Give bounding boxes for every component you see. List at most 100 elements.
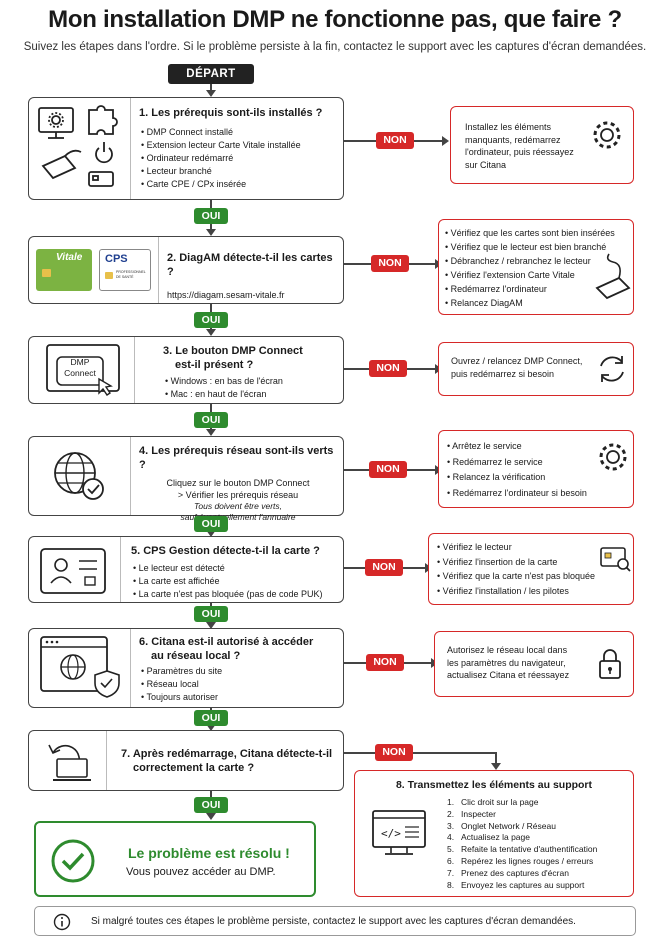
arrow bbox=[206, 622, 216, 629]
yes-badge: OUI bbox=[194, 412, 228, 428]
step-3-fix: Ouvrez / relancez DMP Connect, puis redé… bbox=[438, 342, 634, 396]
globe-check-icon bbox=[54, 452, 104, 500]
step-6-title: 6. Citana est-il autorisé à accéder bbox=[139, 636, 314, 648]
page-subtitle: Suivez les étapes dans l'ordre. Si le pr… bbox=[23, 41, 647, 53]
card-reader-icon bbox=[41, 149, 82, 180]
step-4-icons bbox=[29, 437, 131, 515]
refresh-icon bbox=[600, 356, 624, 382]
support-step: 2.Inspecter bbox=[447, 808, 496, 819]
step-2-title: 2. DiagAM détecte-t-il les cartes ? bbox=[167, 252, 333, 278]
step-5-item: La carte n'est pas bloquée (pas de code … bbox=[133, 588, 337, 601]
no-badge: NON bbox=[369, 360, 407, 377]
dmp-connect-button[interactable]: DMP Connect bbox=[64, 357, 96, 378]
step-7-title: 7. Après redémarrage, Citana détecte-t-i… bbox=[121, 748, 333, 760]
yes-badge: OUI bbox=[194, 208, 228, 224]
step-1-fix-text: Installez les éléments manquants, redéma… bbox=[465, 122, 574, 170]
arrow bbox=[442, 136, 449, 146]
step-5-fix-item: Vérifiez le lecteur bbox=[437, 540, 595, 555]
step-7-box: 7. Après redémarrage, Citana détecte-t-i… bbox=[28, 730, 344, 791]
monitor-gear-icon bbox=[38, 107, 74, 139]
yes-badge: OUI bbox=[194, 797, 228, 813]
start-label: DÉPART bbox=[168, 64, 254, 84]
step-4-fix-item: Arrêtez le service bbox=[447, 439, 587, 455]
page-title: Mon installation DMP ne fonctionne pas, … bbox=[48, 6, 622, 33]
step-1-item: DMP Connect installé bbox=[141, 126, 337, 139]
arrow bbox=[206, 724, 216, 731]
step-6-fix: Autorisez le réseau local dans les param… bbox=[434, 631, 634, 697]
step-1-fix: Installez les éléments manquants, redéma… bbox=[450, 106, 634, 184]
step-3-item: Windows : en bas de l'écran bbox=[165, 375, 337, 388]
step-1-box: 1. Les prérequis sont-ils installés ? DM… bbox=[28, 97, 344, 200]
step-5-item: Le lecteur est détecté bbox=[133, 562, 337, 575]
svg-text:</>: </> bbox=[381, 827, 401, 840]
browser-shield-icon bbox=[40, 636, 120, 698]
connector bbox=[344, 752, 497, 754]
monitor-icon bbox=[46, 344, 120, 396]
step-1-item: Carte CPE / CPx insérée bbox=[141, 178, 337, 191]
yes-badge: OUI bbox=[194, 312, 228, 328]
step-7-title-line2: correctement la carte ? bbox=[133, 762, 255, 774]
step-4-text-2: > Vérifier les prérequis réseau bbox=[177, 490, 299, 500]
no-badge: NON bbox=[366, 654, 404, 671]
step-2-icons: Vitale CPS PROFESSIONNEL DE SANTÉ bbox=[29, 237, 159, 303]
step-4-title: 4. Les prérequis réseau sont-ils verts ? bbox=[139, 445, 334, 471]
support-step: 6.Repérez les lignes rouges / erreurs bbox=[447, 855, 594, 866]
step-5-fix-item: Vérifiez l'insertion de la carte bbox=[437, 555, 595, 570]
step-1-item: Lecteur branché bbox=[141, 165, 337, 178]
support-step: 5.Refaite la tentative d'authentificatio… bbox=[447, 844, 598, 855]
arrow bbox=[206, 813, 216, 820]
support-step: 1.Clic droit sur la page bbox=[447, 797, 539, 807]
step-2-fix-item: Vérifiez l'extension Carte Vitale bbox=[445, 268, 615, 282]
step-6-box: 6. Citana est-il autorisé à accéder au r… bbox=[28, 628, 344, 708]
step-2-fix-item: Vérifiez que les cartes sont bien inséré… bbox=[445, 226, 615, 240]
yes-badge: OUI bbox=[194, 710, 228, 726]
step-3-box: DMP Connect 3. Le bouton DMP Connect est… bbox=[28, 336, 344, 404]
step-2-fix: Vérifiez que les cartes sont bien inséré… bbox=[438, 219, 634, 315]
no-badge: NON bbox=[369, 461, 407, 478]
step-1-icons bbox=[29, 98, 131, 199]
no-badge: NON bbox=[376, 132, 414, 149]
step-4-fix: Arrêtez le service Redémarrez le service… bbox=[438, 430, 634, 508]
gear-icon bbox=[599, 443, 627, 471]
step-2-box: Vitale CPS PROFESSIONNEL DE SANTÉ 2. Dia… bbox=[28, 236, 344, 304]
step-2-fix-item: Débranchez / rebranchez le lecteur bbox=[445, 254, 615, 268]
support-step: 3.Onglet Network / Réseau bbox=[447, 820, 556, 831]
support-step: 4.Actualisez la page bbox=[447, 832, 530, 843]
step-5-fix: Vérifiez le lecteur Vérifiez l'insertion… bbox=[428, 533, 634, 605]
yes-badge: OUI bbox=[194, 606, 228, 622]
step-7-icons bbox=[29, 731, 107, 790]
arrow bbox=[206, 229, 216, 236]
card-icon bbox=[88, 171, 114, 187]
step-4-fix-item: Redémarrez le service bbox=[447, 455, 587, 471]
step-4-fix-item: Relancez la vérification bbox=[447, 470, 587, 486]
step-4-text: Cliquez sur le bouton DMP Connect bbox=[166, 478, 310, 488]
connector bbox=[210, 84, 212, 92]
arrow bbox=[206, 429, 216, 436]
step-4-note: Tous doivent être verts, bbox=[193, 501, 283, 511]
step-1-item: Extension lecteur Carte Vitale installée bbox=[141, 139, 337, 152]
success-title: Le problème est résolu ! bbox=[128, 845, 290, 861]
step-3-fix-text: Ouvrez / relancez DMP Connect, puis redé… bbox=[451, 356, 583, 379]
arrow bbox=[206, 329, 216, 336]
step-4-note-2: sauf éventuellement l'annuaire bbox=[180, 512, 296, 522]
step-2-fix-item: Relancez DiagAM bbox=[445, 296, 615, 310]
step-6-title-line2: au réseau local ? bbox=[151, 650, 241, 662]
check-circle-icon bbox=[51, 839, 95, 883]
card-reader-icon bbox=[595, 253, 631, 300]
footer-text: Si malgré toutes ces étapes le problème … bbox=[91, 916, 576, 927]
step-6-icons bbox=[29, 629, 131, 707]
step-6-item: Réseau local bbox=[141, 678, 337, 691]
step-4-fix-item: Redémarrez l'ordinateur si besoin bbox=[447, 486, 587, 502]
puzzle-icon bbox=[88, 105, 118, 135]
support-step: 7.Prenez des captures d'écran bbox=[447, 867, 569, 878]
step-6-item: Toujours autoriser bbox=[141, 691, 337, 704]
step-5-fix-item: Vérifiez que la carte n'est pas bloquée bbox=[437, 569, 595, 584]
step-2-fix-item: Redémarrez l'ordinateur bbox=[445, 282, 615, 296]
power-icon bbox=[95, 142, 113, 164]
devtools-icon: </> bbox=[372, 810, 426, 855]
arrow bbox=[206, 530, 216, 537]
step-5-fix-item: Vérifiez l'installation / les pilotes bbox=[437, 584, 595, 599]
step-5-title: 5. CPS Gestion détecte-t-il la carte ? bbox=[131, 545, 320, 557]
diagam-url[interactable]: https://diagam.sesam-vitale.fr bbox=[167, 290, 285, 300]
arrow bbox=[491, 763, 501, 770]
